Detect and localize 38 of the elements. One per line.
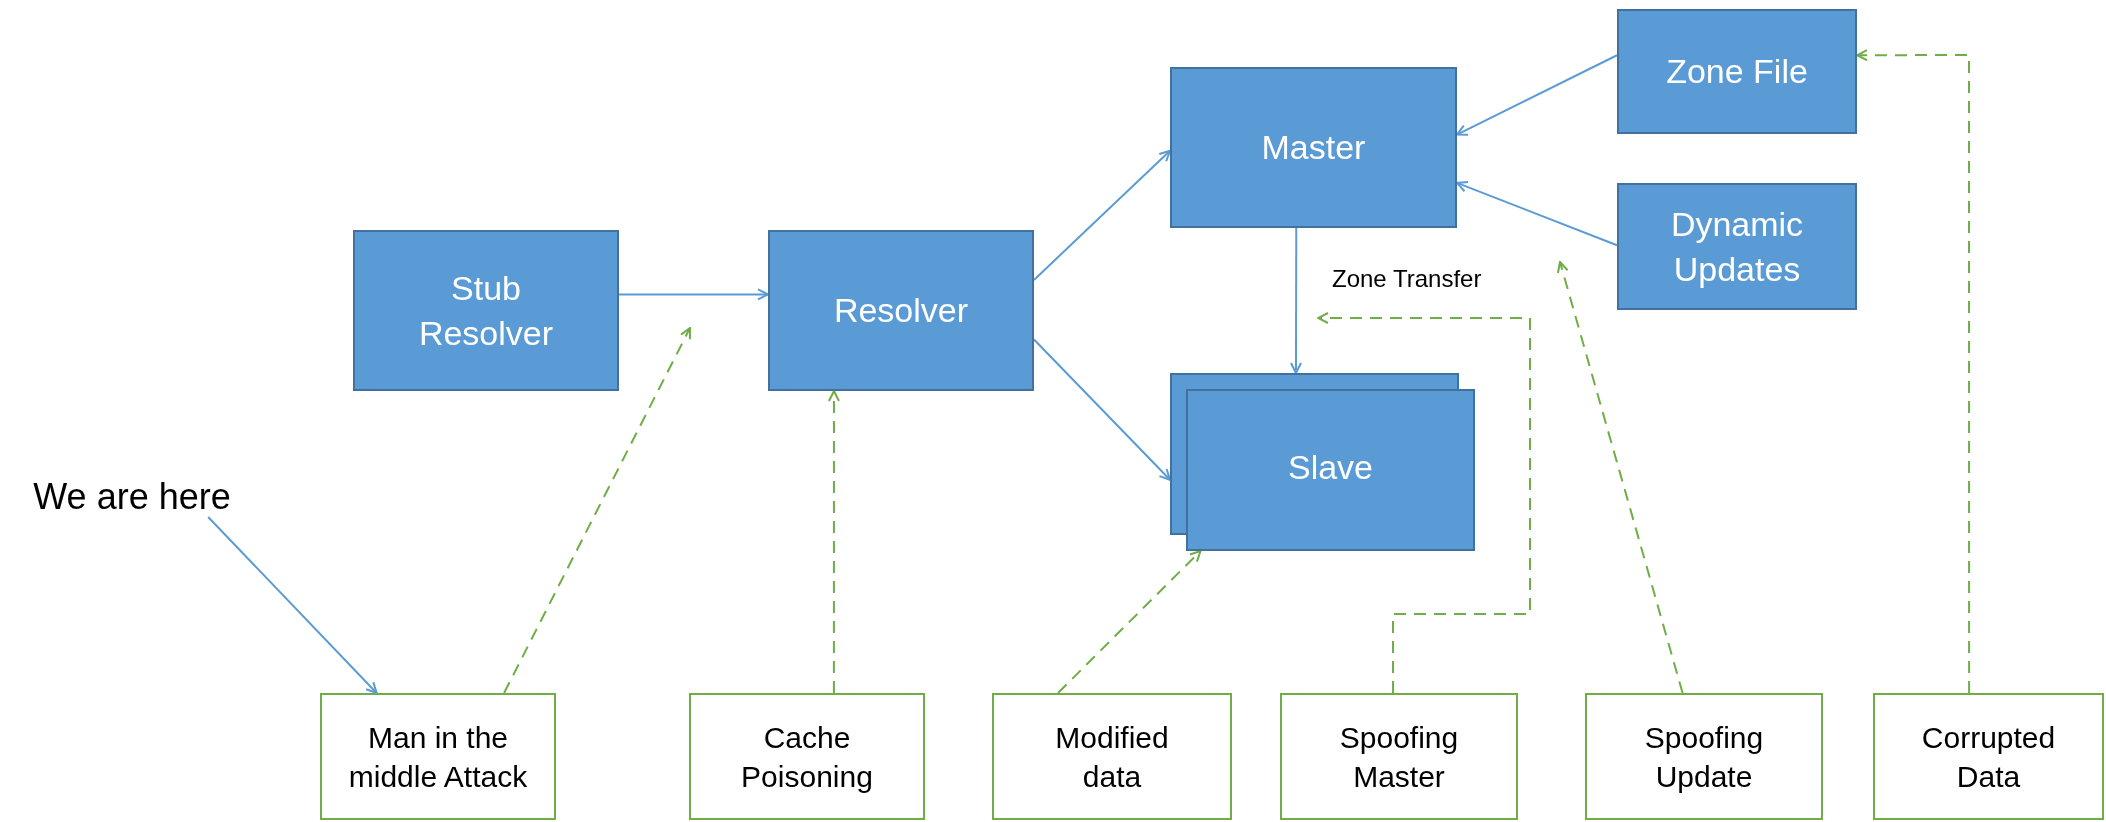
arrow (1456, 54, 1618, 136)
attack-box (689, 693, 925, 820)
attack-box (992, 693, 1232, 820)
box-label: Stub Resolver (417, 268, 555, 354)
process-box (1617, 9, 1857, 134)
arrow (1456, 180, 1618, 247)
arrow (207, 516, 378, 694)
process-box (353, 230, 619, 391)
attack-box (1280, 693, 1518, 820)
dashed-arrow (1856, 49, 1971, 694)
attack-box (1873, 693, 2104, 820)
box-label: Zone File (1666, 51, 1808, 93)
process-box (1617, 183, 1857, 310)
box-label: Corrupted Data (1920, 719, 2057, 795)
attack-box (320, 693, 556, 820)
dashed-arrow (1556, 261, 1684, 694)
box-label: Spoofing Master (1338, 719, 1460, 795)
dashed-arrow (827, 390, 840, 694)
arrow (1033, 149, 1171, 281)
box-label: Dynamic Updates (1669, 204, 1805, 290)
annotation-text: We are here (13, 477, 251, 517)
box-label: Resolver (833, 290, 969, 332)
box-label: Master (1261, 127, 1366, 169)
arrow (1033, 338, 1171, 481)
process-box (768, 230, 1034, 391)
stacked-process-box (1170, 373, 1475, 551)
box-label: Slave (1286, 448, 1375, 487)
dashed-arrow (1317, 312, 1531, 694)
box-label: Spoofing Update (1643, 719, 1765, 795)
box-label: Man in the middle Attack (347, 719, 529, 795)
dashed-arrow (1057, 550, 1202, 694)
box-label: Cache Poisoning (740, 719, 874, 795)
arrow (1290, 227, 1302, 374)
arrow (618, 288, 769, 301)
attack-box (1585, 693, 1823, 820)
process-box (1170, 67, 1457, 228)
dashed-arrow (503, 327, 691, 694)
box-label: Modified data (1054, 719, 1170, 795)
